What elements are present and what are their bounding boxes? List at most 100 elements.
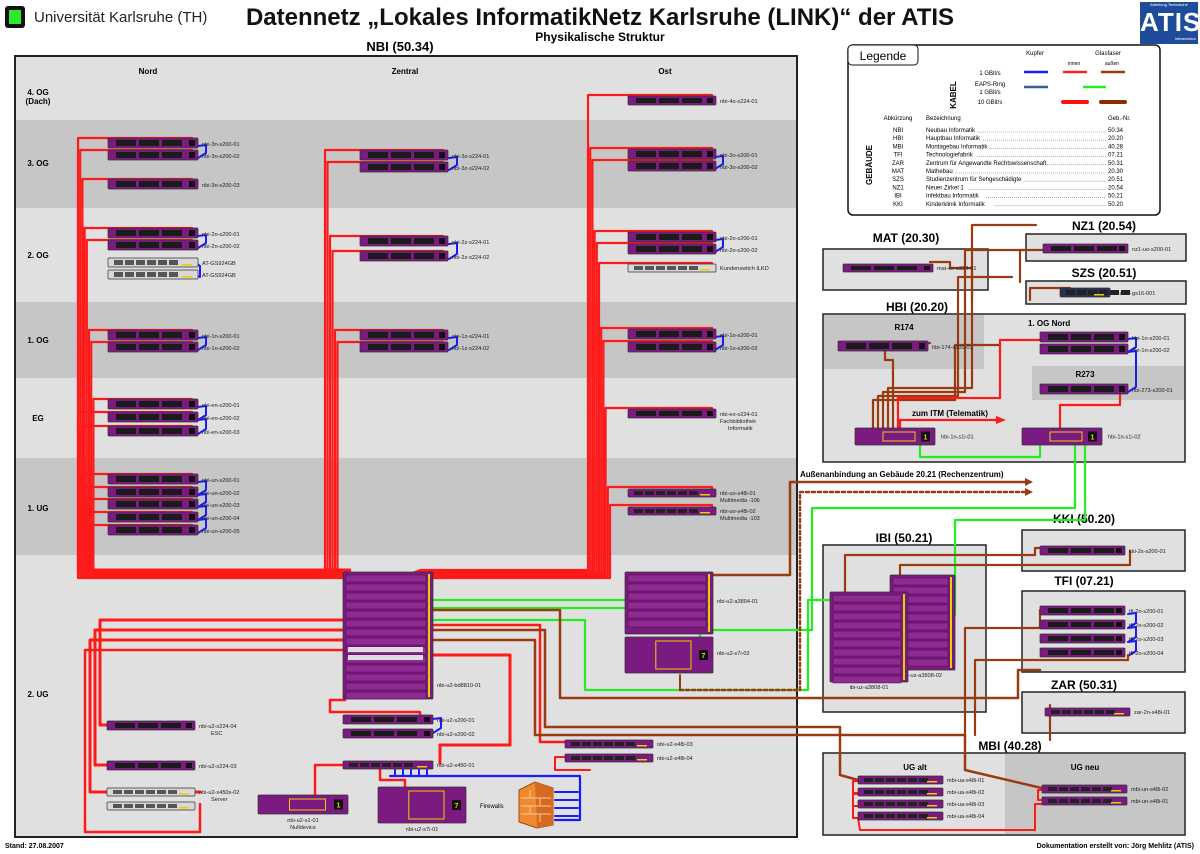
- network-switch[interactable]: [107, 398, 199, 410]
- firewall-icon: [518, 781, 554, 829]
- network-switch[interactable]: [107, 411, 199, 423]
- legend-bezeichnung: Zentrum für Angewandte Rechtswissenschaf…: [926, 161, 1047, 167]
- network-switch[interactable]: [342, 714, 434, 725]
- zar-title: ZAR (50.31): [1051, 678, 1117, 692]
- network-switch[interactable]: [1039, 633, 1126, 644]
- network-switch[interactable]: [627, 231, 717, 243]
- network-switch[interactable]: [359, 161, 449, 173]
- legend-bezeichnung: Mathebau: [926, 169, 953, 175]
- network-switch[interactable]: 7: [624, 636, 714, 674]
- network-switch[interactable]: [1041, 796, 1128, 806]
- network-switch[interactable]: [1039, 647, 1126, 658]
- network-switch[interactable]: [107, 524, 199, 536]
- network-switch[interactable]: [627, 148, 717, 160]
- network-switch[interactable]: [627, 95, 717, 106]
- cable: [1028, 286, 1072, 302]
- footer-author: Dokumentation erstellt von: Jörg Mehlitz…: [1036, 843, 1194, 850]
- network-switch[interactable]: [1039, 619, 1126, 630]
- network-switch[interactable]: [107, 257, 199, 268]
- network-switch[interactable]: [106, 720, 196, 731]
- network-switch[interactable]: [1039, 331, 1129, 343]
- network-switch[interactable]: [842, 263, 934, 273]
- network-switch[interactable]: [342, 760, 434, 770]
- network-switch[interactable]: [624, 571, 714, 635]
- network-switch[interactable]: [107, 511, 199, 523]
- network-switch[interactable]: [564, 753, 654, 763]
- network-switch[interactable]: [564, 739, 654, 749]
- device-label: AT-GS924GB: [202, 273, 236, 279]
- cable: [871, 343, 1002, 432]
- network-switch[interactable]: 1: [854, 427, 936, 446]
- network-switch[interactable]: [107, 149, 199, 161]
- network-switch[interactable]: [359, 235, 449, 247]
- network-switch[interactable]: [1041, 784, 1128, 794]
- network-switch[interactable]: [107, 486, 199, 498]
- network-switch[interactable]: [627, 488, 717, 498]
- legend-kabel-label: KABEL: [949, 81, 958, 109]
- network-switch[interactable]: [627, 328, 717, 340]
- network-switch[interactable]: [1039, 383, 1129, 395]
- network-switch[interactable]: [1042, 243, 1129, 254]
- network-switch[interactable]: [627, 341, 717, 353]
- device-label: nbi-3z-s224-01: [452, 154, 489, 160]
- network-switch[interactable]: [107, 498, 199, 510]
- network-switch[interactable]: [106, 801, 196, 811]
- network-switch[interactable]: [342, 571, 434, 700]
- cable: [886, 223, 1038, 432]
- network-switch[interactable]: [359, 250, 449, 262]
- network-switch[interactable]: [1059, 287, 1130, 298]
- network-switch[interactable]: [1044, 707, 1131, 717]
- network-switch[interactable]: [107, 269, 199, 280]
- cable: [1018, 248, 1052, 284]
- floor-label-3og: 3. OG: [27, 159, 48, 168]
- network-switch[interactable]: [107, 329, 199, 341]
- network-switch[interactable]: [107, 239, 199, 251]
- network-switch[interactable]: [107, 425, 199, 437]
- network-switch[interactable]: 7: [377, 786, 467, 824]
- network-switch[interactable]: [1039, 605, 1126, 616]
- network-switch[interactable]: [857, 811, 944, 821]
- network-switch[interactable]: [829, 591, 909, 684]
- svg-text:7: 7: [455, 803, 459, 810]
- network-switch[interactable]: [627, 160, 717, 172]
- network-switch[interactable]: [837, 340, 929, 352]
- cable: [852, 805, 859, 819]
- network-switch[interactable]: [106, 760, 196, 771]
- network-switch[interactable]: [107, 227, 199, 239]
- floor-label-1og: 1. OG: [27, 336, 48, 345]
- network-switch[interactable]: [107, 473, 199, 485]
- network-switch[interactable]: [627, 243, 717, 255]
- device-label: nbi-un-s200-04: [202, 516, 240, 522]
- legend-eaps-2: 1 GBit/s: [979, 90, 1000, 96]
- network-switch[interactable]: [1039, 343, 1129, 355]
- network-switch[interactable]: [359, 329, 449, 341]
- arrow-icon: [996, 416, 1006, 424]
- device-label: nbi-eo-s224-01: [720, 412, 758, 418]
- network-switch[interactable]: [359, 149, 449, 161]
- network-switch[interactable]: [359, 341, 449, 353]
- network-switch[interactable]: [627, 263, 717, 273]
- hbi-og-nord-label: 1. OG Nord: [1028, 319, 1070, 328]
- network-switch[interactable]: [857, 799, 944, 809]
- network-switch[interactable]: [627, 506, 717, 516]
- network-switch[interactable]: [342, 728, 434, 739]
- network-switch[interactable]: [627, 408, 717, 419]
- cable: [428, 623, 569, 744]
- network-switch[interactable]: 1: [257, 794, 349, 815]
- cable: [197, 405, 207, 421]
- device-label: nbi-2o-s200-02: [720, 248, 758, 254]
- device-label: nbi-u2-s224-04: [199, 724, 237, 730]
- network-switch[interactable]: [107, 178, 199, 190]
- cable: [197, 144, 207, 159]
- device-label: hbi-1n-s1i-01: [941, 435, 974, 441]
- network-switch[interactable]: 1: [1021, 427, 1103, 446]
- network-switch[interactable]: [107, 137, 199, 149]
- network-switch[interactable]: [107, 341, 199, 353]
- network-switch[interactable]: [106, 787, 196, 797]
- hbi-r273-area: [1032, 366, 1184, 400]
- network-switch[interactable]: [857, 787, 944, 797]
- device-label: Kundenswitch ILKD: [720, 266, 769, 272]
- cable: [678, 490, 1027, 692]
- network-switch[interactable]: [1039, 545, 1126, 556]
- network-switch[interactable]: [857, 775, 944, 785]
